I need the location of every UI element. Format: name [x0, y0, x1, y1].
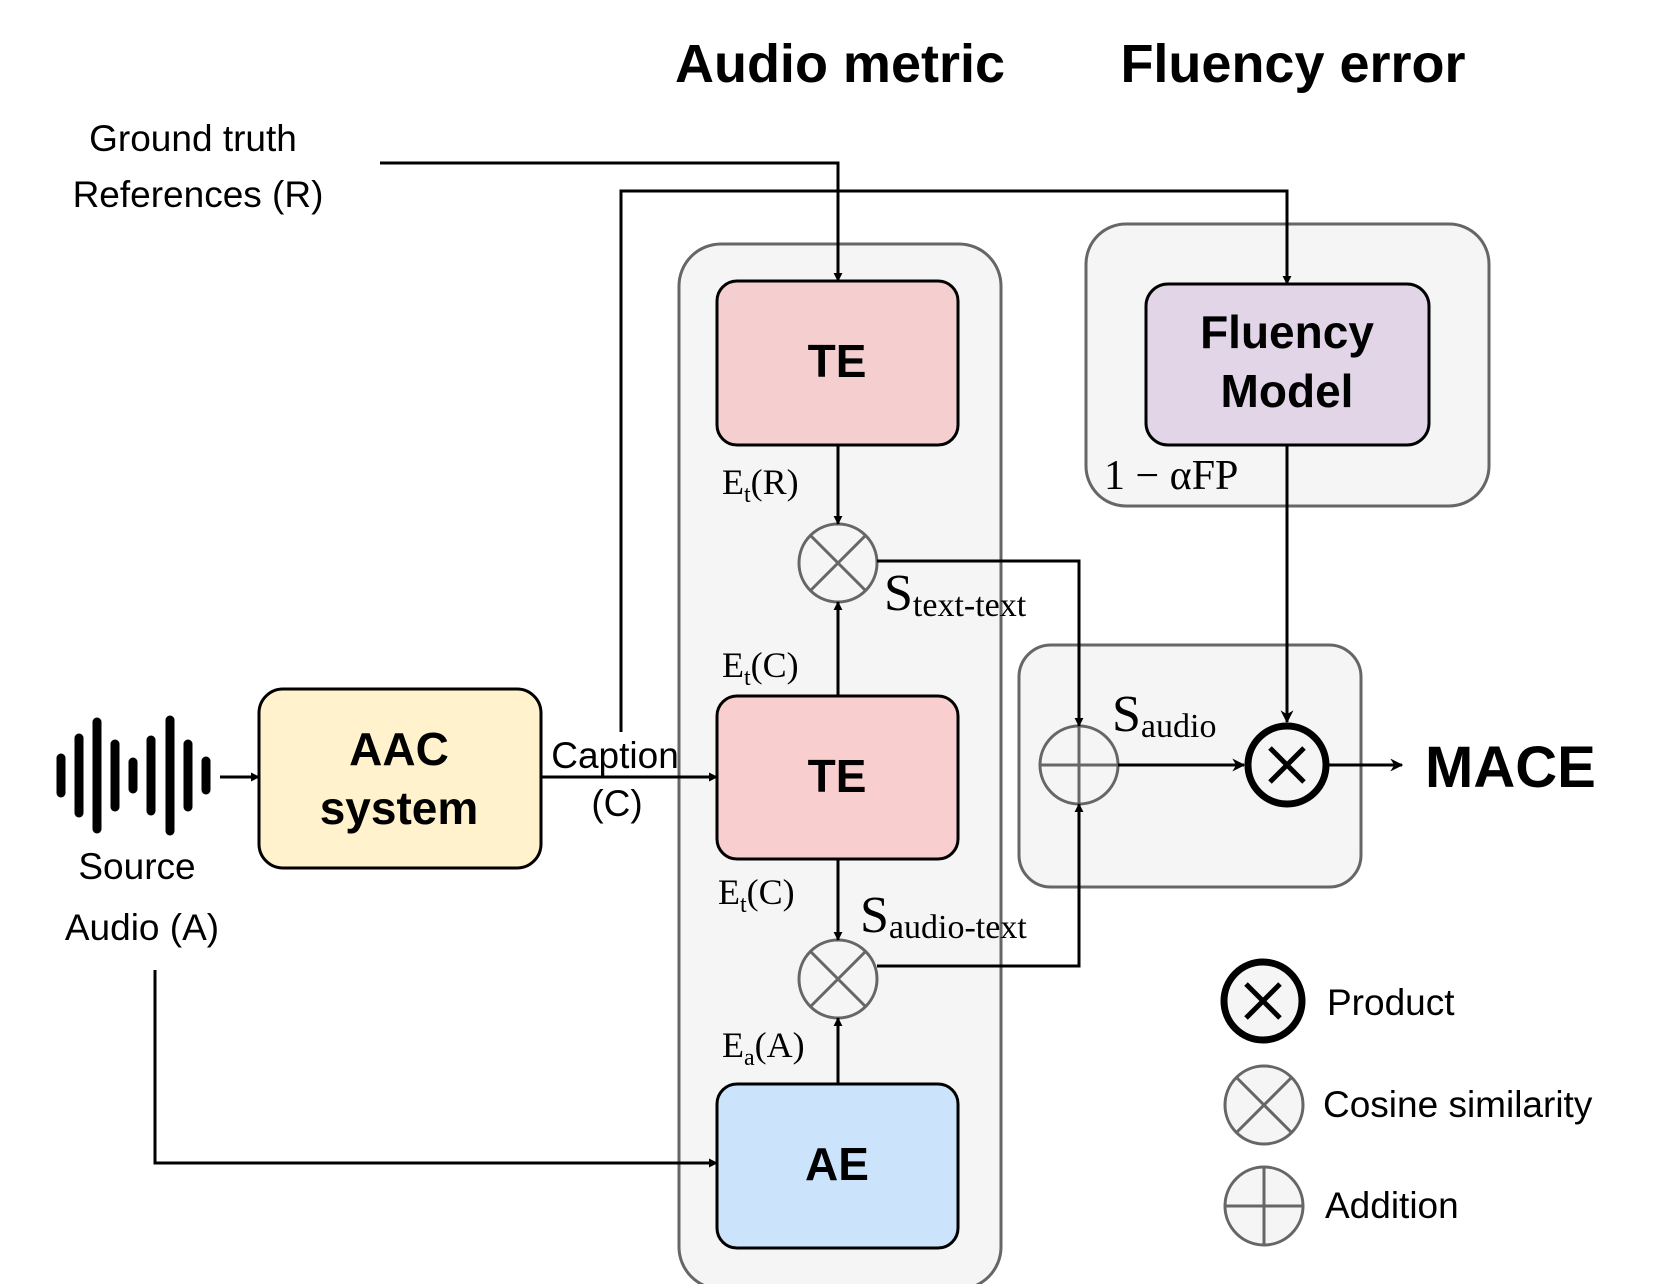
embedding-label-et-c-up: Et(C): [722, 645, 799, 691]
caption-label-line2: (C): [591, 783, 642, 824]
legend-product-icon: [1220, 958, 1306, 1044]
addition-node: [1038, 724, 1120, 806]
mace-output-label: MACE: [1425, 735, 1596, 800]
waveform-icon: [56, 715, 211, 836]
legend-addition-label: Addition: [1325, 1185, 1459, 1226]
fluency-model-label-line1: Fluency: [1200, 306, 1374, 358]
text-encoder-top-label: TE: [808, 335, 867, 387]
arrow-audio-text-to-addition: [877, 803, 1084, 968]
arrow-caption-to-fluency: [619, 189, 1292, 732]
source-audio-label-line2: Audio (A): [65, 907, 219, 948]
fluency-penalty-label: 1 − αFP: [1104, 453, 1238, 499]
references-label-line2: References (R): [73, 174, 324, 215]
embedding-label-et-c-down: Et(C): [718, 872, 795, 918]
cosine-similarity-text-node: [797, 522, 879, 604]
caption-label-line1: Caption: [551, 735, 679, 776]
legend-cosine-label: Cosine similarity: [1323, 1084, 1593, 1125]
arrow-audio-to-ae: [153, 970, 718, 1168]
references-label-line1: Ground truth: [89, 118, 297, 159]
product-node: [1244, 722, 1330, 808]
score-label-audio: Saudio: [1112, 686, 1216, 745]
source-audio-label-line1: Source: [78, 846, 195, 887]
connectors: [153, 161, 1404, 1168]
arrow-references-to-te: [380, 161, 843, 282]
header-audio-metric: Audio metric: [675, 34, 1005, 94]
arrow-text-text-to-addition: [877, 559, 1084, 727]
aac-system-label-line2: system: [320, 782, 479, 834]
legend: Product Cosine similarity Addition: [1220, 958, 1593, 1247]
legend-addition-icon: [1223, 1165, 1305, 1247]
cosine-similarity-audio-node: [797, 938, 879, 1020]
score-label-audio-text: Saudio-text: [860, 887, 1027, 946]
text-encoder-caption-label: TE: [808, 750, 867, 802]
audio-encoder-label: AE: [805, 1138, 869, 1190]
header-fluency-error: Fluency error: [1120, 34, 1465, 94]
embedding-label-ea-a: Ea(A): [722, 1025, 805, 1071]
legend-product-label: Product: [1327, 982, 1455, 1023]
legend-cosine-icon: [1223, 1064, 1305, 1146]
fluency-model-label-line2: Model: [1221, 365, 1354, 417]
embedding-label-et-r: Et(R): [722, 462, 799, 508]
score-label-text-text: Stext-text: [884, 565, 1027, 624]
aac-system-label-line1: AAC: [349, 723, 449, 775]
aac-system-block: [257, 687, 543, 870]
